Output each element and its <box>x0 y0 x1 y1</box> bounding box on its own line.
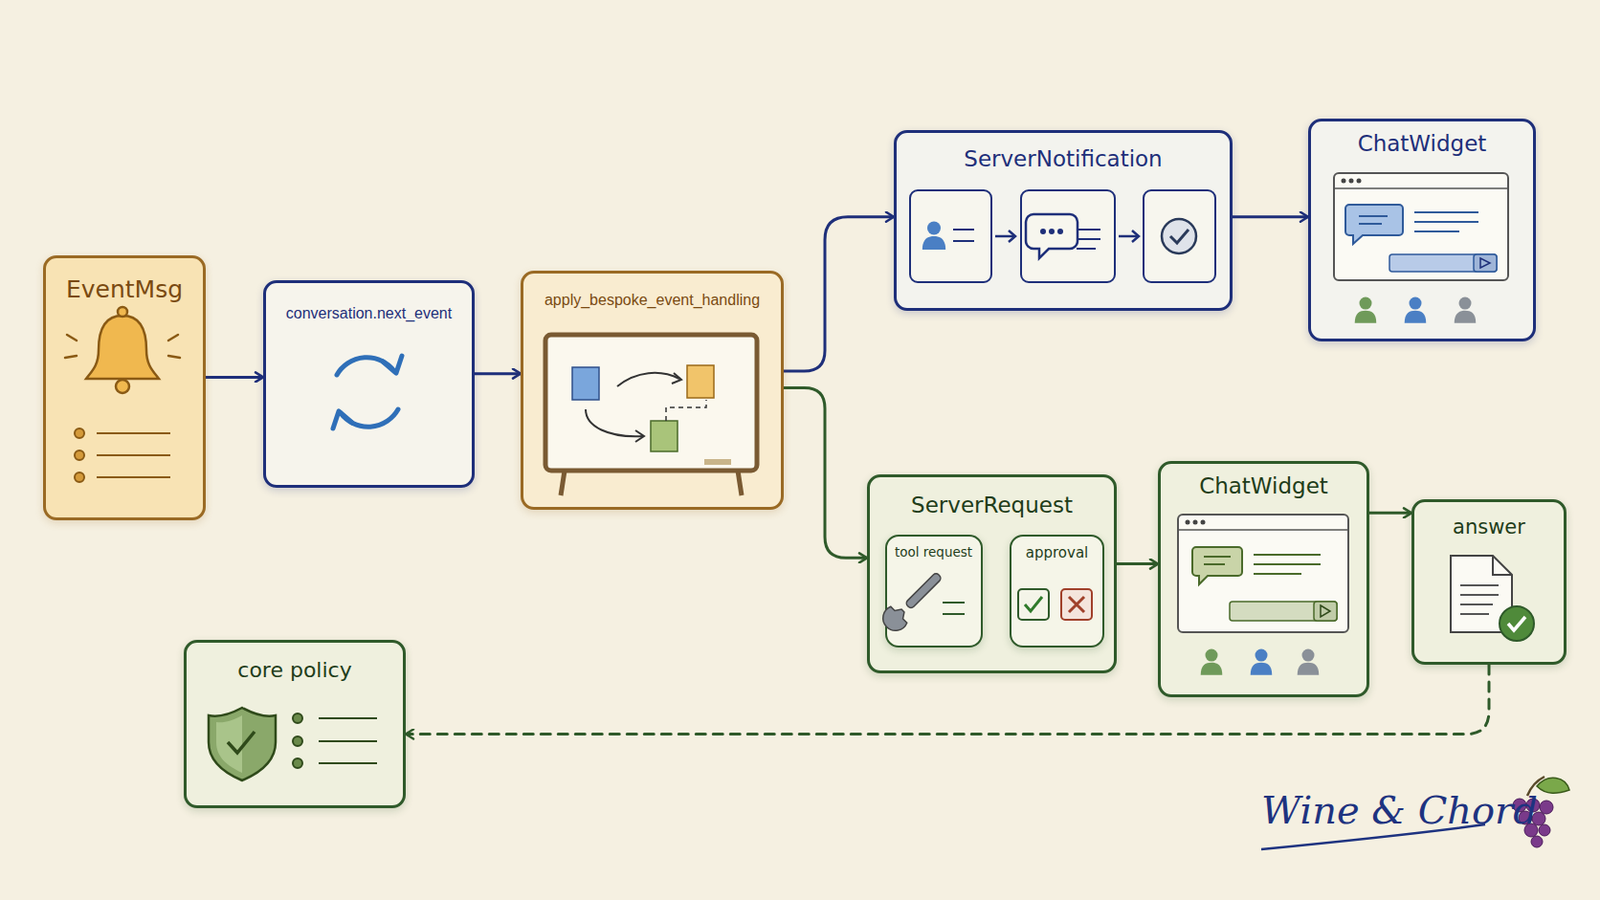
list-icon <box>292 713 378 769</box>
flow-arrow <box>1232 215 1309 219</box>
widget-box: ChatWidget <box>1157 461 1370 698</box>
process-box: apply_bespoke_event_handling <box>520 270 784 511</box>
flow-arrow <box>783 388 867 559</box>
sub-box: tool request <box>885 534 983 648</box>
document-icon <box>1450 555 1534 642</box>
sub-box: approval <box>1009 534 1105 648</box>
widget-box: ChatWidget <box>1308 118 1536 342</box>
node-label: EventMsg <box>66 275 183 305</box>
flow-arrow <box>474 372 521 376</box>
node-label: apply_bespoke_event_handling <box>544 290 760 310</box>
flow-arrow <box>783 217 894 372</box>
approve-reject-icon <box>1018 589 1092 621</box>
node-label: ChatWidget <box>1199 473 1329 501</box>
notification-box: ServerNotification <box>893 130 1233 312</box>
node-label: approval <box>1025 544 1089 562</box>
notification-icons <box>922 214 1197 259</box>
answer-box: answer <box>1411 499 1567 666</box>
whiteboard-icon <box>545 334 757 496</box>
watermark: Wine & Chord <box>1261 788 1538 833</box>
notification-steps <box>910 190 1216 283</box>
request-box: ServerRequest tool request approval <box>866 474 1117 674</box>
wrench-lines <box>942 602 965 615</box>
node-label: tool request <box>894 544 973 560</box>
policy-box: core policy <box>183 640 406 809</box>
node-label: answer <box>1452 515 1526 540</box>
flow-arrow <box>1369 511 1412 515</box>
wrench-icon <box>877 566 948 637</box>
flow-arrow <box>205 376 264 379</box>
flow-arrow <box>1116 562 1158 566</box>
list-icon <box>74 428 171 483</box>
event-box: EventMsg <box>43 255 206 521</box>
node-label: ServerRequest <box>911 492 1073 520</box>
process-box: conversation.next_event <box>263 280 475 489</box>
node-label: conversation.next_event <box>286 304 452 323</box>
node-label: ServerNotification <box>963 146 1162 174</box>
shield-icon <box>208 708 276 781</box>
chat-window-icon <box>1333 173 1509 324</box>
node-label: ChatWidget <box>1357 131 1488 158</box>
sync-icon <box>333 355 402 429</box>
node-label: core policy <box>237 658 352 684</box>
chat-window-icon <box>1177 514 1349 676</box>
bell-icon <box>65 307 180 394</box>
